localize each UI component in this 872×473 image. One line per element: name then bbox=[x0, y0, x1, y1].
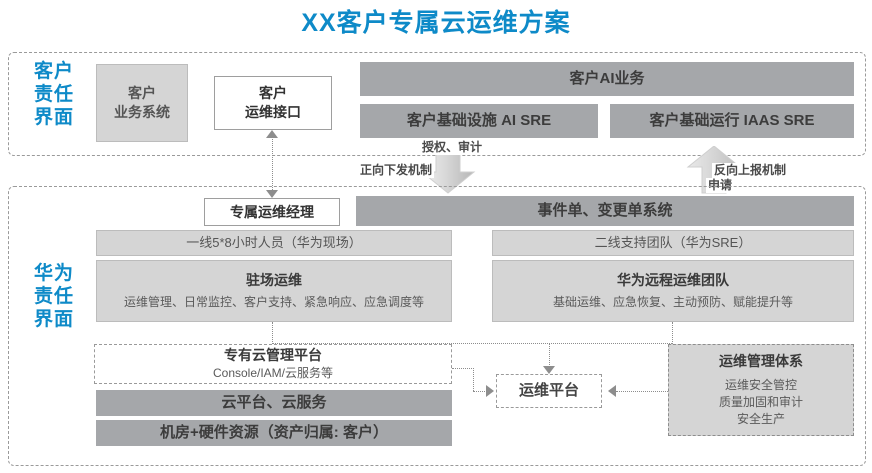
customer-ops-interface-line-2: 运维接口 bbox=[245, 104, 301, 120]
arrow-up-icon bbox=[266, 130, 278, 138]
customer-ai-business-label: 客户AI业务 bbox=[569, 70, 645, 87]
forward-mechanism-label: 正向下发机制 bbox=[358, 163, 435, 178]
dedicated-ops-manager-label: 专属运维经理 bbox=[230, 203, 314, 220]
ops-management-system-title: 运维管理体系 bbox=[719, 353, 803, 369]
ops-platform-label: 运维平台 bbox=[518, 382, 579, 399]
ops-management-system-box[interactable]: 运维管理体系 运维安全管控 质量加固和审计 安全生产 bbox=[668, 344, 854, 436]
ops-management-system-line-1: 运维安全管控 bbox=[724, 378, 797, 392]
arrow-down-icon bbox=[543, 366, 555, 374]
arrow-left-icon bbox=[608, 385, 616, 397]
onsite-to-cloud-line bbox=[272, 322, 273, 344]
huawei-zone-label: 华为 责任 界面 bbox=[22, 262, 86, 331]
private-cloud-mgmt-desc: Console/IAM/云服务等 bbox=[212, 366, 334, 380]
cloud-mgmt-into-ops-line bbox=[473, 391, 487, 392]
ops-interface-to-manager-line bbox=[272, 132, 273, 196]
customer-ops-interface-box[interactable]: 客户 运维接口 bbox=[214, 76, 332, 130]
authorize-audit-label: 授权、审计 bbox=[420, 140, 485, 155]
ticket-change-system-label: 事件单、变更单系统 bbox=[537, 202, 673, 219]
customer-iaas-sre-label: 客户基础运行 IAAS SRE bbox=[649, 112, 815, 129]
arrow-right-icon bbox=[486, 385, 494, 397]
bus-to-ops-platform-line bbox=[549, 343, 550, 367]
customer-business-system-line-2: 业务系统 bbox=[114, 104, 170, 120]
customer-zone-label: 客户 责任 界面 bbox=[22, 60, 86, 129]
datacenter-hardware-box[interactable]: 机房+硬件资源（资产归属: 客户） bbox=[96, 420, 452, 446]
huawei-zone-label-line-2: 责任 bbox=[33, 286, 74, 307]
customer-iaas-sre-box[interactable]: 客户基础运行 IAAS SRE bbox=[610, 104, 854, 138]
customer-business-system-line-1: 客户 bbox=[128, 85, 156, 101]
dedicated-ops-manager-box[interactable]: 专属运维经理 bbox=[204, 198, 340, 226]
customer-zone-label-line-1: 客户 bbox=[33, 61, 74, 82]
cloud-platform-services-box[interactable]: 云平台、云服务 bbox=[96, 390, 452, 416]
remote-ops-title: 华为远程运维团队 bbox=[617, 272, 729, 288]
front-line-team-label: 一线5*8小时人员（华为现场） bbox=[186, 235, 362, 250]
arrow-down-icon bbox=[266, 190, 278, 198]
customer-ai-sre-box[interactable]: 客户基础设施 AI SRE bbox=[360, 104, 598, 138]
onsite-ops-desc: 运维管理、日常监控、客户支持、紧急响应、应急调度等 bbox=[123, 295, 424, 309]
cloud-platform-services-label: 云平台、云服务 bbox=[221, 394, 327, 411]
remote-to-ops-system-line bbox=[672, 322, 673, 344]
front-line-team-box[interactable]: 一线5*8小时人员（华为现场） bbox=[96, 230, 452, 256]
ops-management-system-line-2: 质量加固和审计 bbox=[718, 395, 803, 409]
page-title: XX客户专属云运维方案 bbox=[301, 9, 571, 37]
customer-zone-label-line-2: 责任 bbox=[33, 84, 74, 105]
customer-ai-business-box[interactable]: 客户AI业务 bbox=[360, 62, 854, 96]
private-cloud-mgmt-platform-box[interactable]: 专有云管理平台 Console/IAM/云服务等 bbox=[94, 344, 452, 384]
ops-bus-line bbox=[272, 343, 672, 344]
datacenter-hardware-label: 机房+硬件资源（资产归属: 客户） bbox=[160, 424, 388, 441]
customer-ops-interface-line-1: 客户 bbox=[259, 85, 287, 101]
private-cloud-mgmt-title: 专有云管理平台 bbox=[224, 347, 322, 363]
second-line-team-label: 二线支持团队（华为SRE） bbox=[594, 235, 752, 250]
huawei-zone-label-line-3: 界面 bbox=[33, 309, 74, 330]
cloud-mgmt-drop-line bbox=[473, 368, 474, 391]
customer-ai-sre-label: 客户基础设施 AI SRE bbox=[406, 112, 552, 129]
cloud-mgmt-out-line bbox=[452, 368, 474, 369]
ops-management-system-line-3: 安全生产 bbox=[736, 412, 785, 426]
ticket-change-system-box[interactable]: 事件单、变更单系统 bbox=[356, 196, 854, 226]
remote-ops-desc: 基础运维、应急恢复、主动预防、赋能提升等 bbox=[552, 295, 793, 309]
onsite-ops-title: 驻场运维 bbox=[246, 272, 302, 288]
huawei-zone-label-line-1: 华为 bbox=[33, 263, 74, 284]
ops-platform-box[interactable]: 运维平台 bbox=[496, 374, 602, 408]
customer-zone-label-line-3: 界面 bbox=[33, 107, 74, 128]
remote-ops-box[interactable]: 华为远程运维团队 基础运维、应急恢复、主动预防、赋能提升等 bbox=[492, 260, 854, 322]
customer-business-system-box[interactable]: 客户 业务系统 bbox=[96, 64, 188, 142]
second-line-team-box[interactable]: 二线支持团队（华为SRE） bbox=[492, 230, 854, 256]
ops-system-to-platform-line bbox=[616, 391, 668, 392]
onsite-ops-box[interactable]: 驻场运维 运维管理、日常监控、客户支持、紧急响应、应急调度等 bbox=[96, 260, 452, 322]
reverse-mechanism-label: 反向上报机制 bbox=[712, 163, 789, 178]
huawei-responsibility-zone bbox=[8, 186, 866, 466]
apply-label: 申请 bbox=[706, 178, 735, 193]
